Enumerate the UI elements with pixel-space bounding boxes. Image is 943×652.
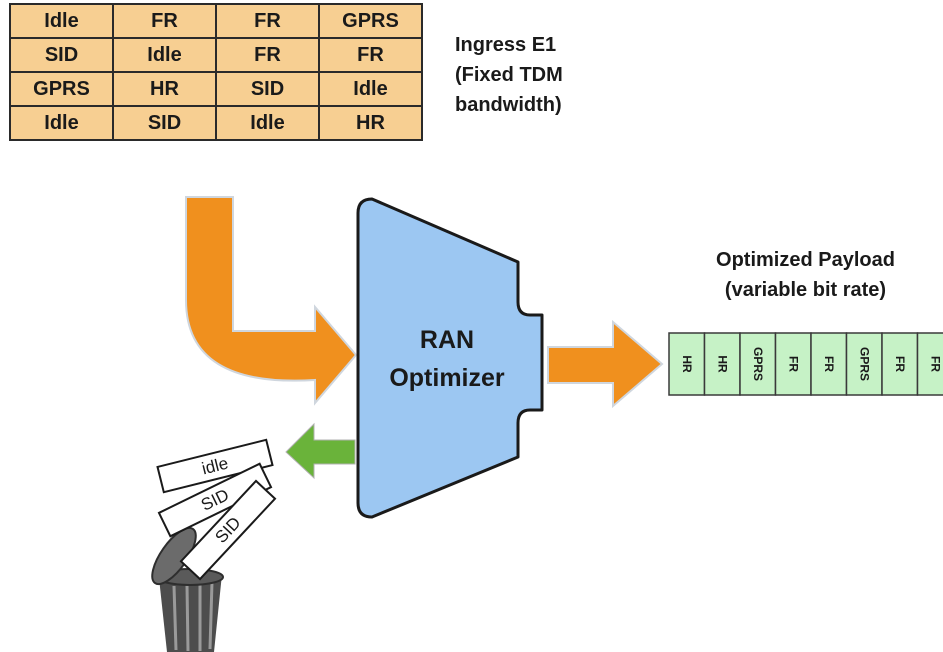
- optimized-payload-title: Optimized Payload (variable bit rate): [668, 245, 943, 305]
- payload-cell: GPRS: [845, 332, 883, 396]
- ingress-label-line3: bandwidth): [455, 94, 562, 116]
- ingress-cell: FR: [318, 37, 423, 73]
- ingress-cell: GPRS: [318, 3, 423, 39]
- ingress-cell: SID: [215, 71, 320, 107]
- ingress-cell: FR: [215, 37, 320, 73]
- payload-cell: FR: [810, 332, 848, 396]
- optimized-payload-strip: HR HR GPRS FR FR GPRS FR FR: [668, 332, 943, 396]
- payload-cell: HR: [668, 332, 706, 396]
- payload-cell: HR: [703, 332, 741, 396]
- ingress-label-line1: Ingress E1: [455, 34, 557, 56]
- payload-cell: FR: [881, 332, 919, 396]
- ingress-cell: HR: [112, 71, 217, 107]
- ingress-cell: GPRS: [9, 71, 114, 107]
- payload-title-line1: Optimized Payload: [716, 249, 895, 271]
- ran-optimizer-block: [356, 197, 544, 519]
- ingress-cell: Idle: [112, 37, 217, 73]
- ingress-cell: Idle: [318, 71, 423, 107]
- output-arrow: [547, 319, 664, 409]
- ingress-cell: FR: [112, 3, 217, 39]
- ingress-arrow: [185, 196, 358, 406]
- ingress-cell: FR: [215, 3, 320, 39]
- ingress-cell: Idle: [215, 105, 320, 141]
- payload-cell: FR: [916, 332, 943, 396]
- discarded-card: idle: [156, 438, 274, 494]
- optimizer-label-line1: RAN: [420, 326, 474, 354]
- payload-cell-label: FR: [822, 356, 836, 372]
- ingress-cell: Idle: [9, 3, 114, 39]
- discard-arrow: [285, 422, 356, 480]
- payload-cell-label: FR: [893, 356, 907, 372]
- payload-cell: FR: [774, 332, 812, 396]
- payload-cell-label: FR: [786, 356, 800, 372]
- ingress-cell: HR: [318, 105, 423, 141]
- payload-cell-label: FR: [928, 356, 942, 372]
- ingress-label-line2: (Fixed TDM: [455, 64, 563, 86]
- ingress-label: Ingress E1 (Fixed TDM bandwidth): [455, 30, 563, 120]
- discarded-card: SID: [157, 462, 273, 538]
- ingress-cell: SID: [112, 105, 217, 141]
- ingress-cell: SID: [9, 37, 114, 73]
- ingress-cell: Idle: [9, 105, 114, 141]
- payload-cell-label: GPRS: [751, 347, 765, 381]
- payload-cell-label: HR: [715, 355, 729, 373]
- optimizer-label-line2: Optimizer: [389, 364, 505, 392]
- payload-cell-label: GPRS: [857, 347, 871, 381]
- payload-cell: GPRS: [739, 332, 777, 396]
- payload-title-line2: (variable bit rate): [724, 279, 887, 301]
- payload-cell-label: HR: [680, 355, 694, 373]
